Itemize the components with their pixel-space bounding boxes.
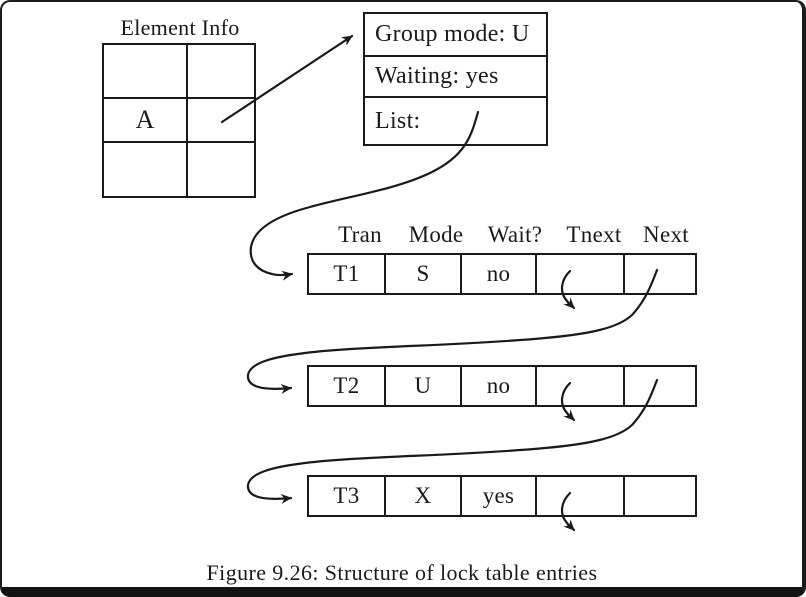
element-info-cell <box>104 45 188 99</box>
cell-next <box>625 367 695 405</box>
element-info-table: A <box>102 43 256 198</box>
cell-mode: X <box>386 477 462 515</box>
element-info-cell <box>104 143 188 196</box>
element-info-title: Element Info <box>120 15 240 40</box>
cell-wait: no <box>462 367 537 405</box>
column-header-next: Next <box>643 222 689 247</box>
cell-next <box>625 255 695 293</box>
lock-info-box: Group mode: U Waiting: yes List: <box>363 12 548 146</box>
element-info-cell <box>188 45 254 99</box>
cell-tnext <box>537 255 625 293</box>
cell-tran: T3 <box>309 477 386 515</box>
cell-tnext <box>537 367 625 405</box>
cell-next <box>625 477 695 515</box>
column-header-tnext: Tnext <box>566 222 622 247</box>
lock-table-row-t3: T3 X yes <box>307 475 697 517</box>
lock-table-row-t1: T1 S no <box>307 253 697 295</box>
column-header-tran: Tran <box>338 222 382 247</box>
element-info-cell <box>188 143 254 196</box>
cell-tran: T1 <box>309 255 386 293</box>
cell-wait: no <box>462 255 537 293</box>
figure-caption: Figure 9.26: Structure of lock table ent… <box>206 560 598 585</box>
cell-wait: yes <box>462 477 537 515</box>
lock-table-row-t2: T2 U no <box>307 365 697 407</box>
cell-tran: T2 <box>309 367 386 405</box>
list-field: List: <box>375 107 421 134</box>
column-header-wait: Wait? <box>487 222 543 247</box>
element-info-cell <box>188 99 254 143</box>
waiting-field: Waiting: yes <box>365 57 546 98</box>
group-mode-field: Group mode: U <box>365 14 546 57</box>
element-info-cell-a: A <box>104 99 188 143</box>
column-header-mode: Mode <box>408 222 464 247</box>
cell-tnext <box>537 477 625 515</box>
cell-mode: S <box>386 255 462 293</box>
cell-mode: U <box>386 367 462 405</box>
